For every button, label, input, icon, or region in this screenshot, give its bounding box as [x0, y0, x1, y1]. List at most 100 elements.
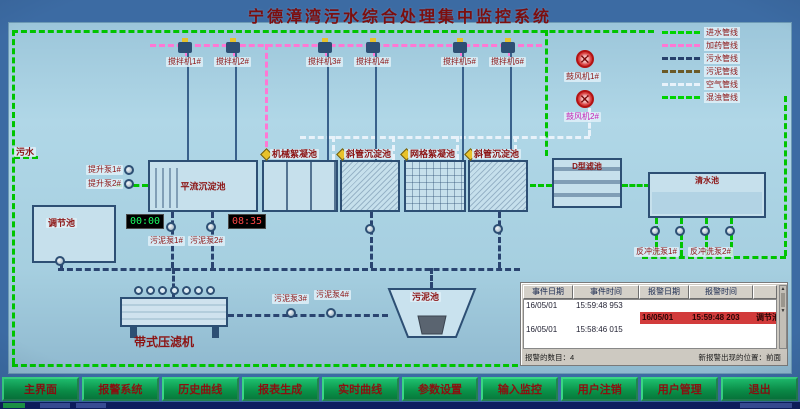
- backwash-pump-icon[interactable]: [725, 226, 735, 236]
- inclined-tube-tank-2: [468, 160, 528, 212]
- horizontal-sedimentation-tank: 平流沉淀池: [148, 160, 258, 212]
- mixer-icon[interactable]: [453, 38, 467, 53]
- mixer-icon[interactable]: [318, 38, 332, 53]
- pipe-to-belt-press: [172, 268, 175, 297]
- mixer-label: 搅拌机4#: [354, 57, 391, 67]
- sludge-pump-icon[interactable]: [326, 308, 336, 318]
- lift-pump-icon[interactable]: [124, 165, 134, 175]
- alarm-row[interactable]: [524, 336, 776, 348]
- pipe-air-drop: [514, 136, 517, 160]
- sludge-pump-4-label: 污泥泵4#: [314, 290, 351, 300]
- pipe-air-main: [300, 136, 590, 139]
- mixer-icon[interactable]: [366, 38, 380, 53]
- mixer-shaft: [187, 53, 189, 160]
- windows-taskbar[interactable]: [0, 402, 800, 409]
- sludge-pump-icon[interactable]: [365, 224, 375, 234]
- backwash-pump-icon[interactable]: [650, 226, 660, 236]
- menu-button-realtime-curves[interactable]: 实时曲线: [321, 377, 399, 401]
- taskbar-item[interactable]: [40, 403, 70, 408]
- regulating-tank-label: 调节池: [46, 218, 78, 228]
- menu-button-alarm-system[interactable]: 报警系统: [81, 377, 159, 401]
- alarm-cell: [640, 324, 690, 336]
- d-filter-tank: D型滤池: [552, 158, 622, 208]
- sludge-pump-icon[interactable]: [286, 308, 296, 318]
- inclined-tube-tank-1: [340, 160, 400, 212]
- legend-row: 混浊管线: [662, 91, 790, 104]
- pipe-cw-drop-2: [680, 218, 683, 256]
- sludge-pump-2-label: 污泥泵2#: [188, 236, 225, 246]
- alarm-col-header: 报警时间: [689, 285, 753, 299]
- pipe-cw-drop-3: [705, 218, 708, 256]
- alarm-cell: [574, 312, 640, 324]
- alarm-cell: [640, 336, 690, 348]
- pipe-cw-drop-4: [730, 218, 733, 256]
- alarm-table-header: 事件日期 事件时间 报警日期 报警时间: [523, 285, 777, 299]
- belt-press-leg: [212, 327, 219, 338]
- sludge-pump-icon[interactable]: [493, 224, 503, 234]
- sludge-pump-icon[interactable]: [55, 256, 65, 266]
- menu-button-main[interactable]: 主界面: [2, 377, 79, 401]
- blower-fan-icon[interactable]: [576, 50, 594, 68]
- tank-label: 平流沉淀池: [180, 181, 226, 192]
- system-tray[interactable]: [740, 403, 792, 408]
- legend-line-sample: [662, 83, 700, 86]
- mixer-icon[interactable]: [226, 38, 240, 53]
- pipe-to-sludge-tank: [430, 268, 433, 288]
- sludge-pump-icon[interactable]: [206, 222, 216, 232]
- legend-row: 加药管线: [662, 39, 790, 52]
- backwash-pump-icon[interactable]: [675, 226, 685, 236]
- belt-press-rollers: [134, 286, 215, 295]
- start-button[interactable]: [3, 403, 25, 408]
- inlet-label: 污水: [14, 147, 37, 157]
- alarm-cell: 15:59:48 953: [576, 301, 623, 310]
- alarm-row[interactable]: 16/05/01 15:58:46 015: [524, 324, 776, 336]
- legend-label: 加药管线: [704, 40, 740, 51]
- menu-button-input-monitor[interactable]: 输入监控: [481, 377, 559, 401]
- menu-button-parameter-settings[interactable]: 参数设置: [401, 377, 479, 401]
- legend-line-sample: [662, 96, 700, 99]
- mixer-icon[interactable]: [501, 38, 515, 53]
- menu-button-history-curves[interactable]: 历史曲线: [161, 377, 239, 401]
- legend-label: 污泥管线: [704, 66, 740, 77]
- mixer-icon[interactable]: [178, 38, 192, 53]
- inclined-tank-1-label: 斜管沉淀池: [344, 149, 394, 159]
- alarm-table: 事件日期 事件时间 报警日期 报警时间 16/05/01 15:59:48 95…: [520, 282, 788, 366]
- legend-line-sample: [662, 31, 700, 34]
- sludge-pump-1-label: 污泥泵1#: [148, 236, 185, 246]
- tank-baffles: [155, 168, 181, 208]
- alarm-cell: [754, 324, 776, 336]
- timer-display-1: 00:00: [126, 214, 164, 229]
- mixer-label: 搅拌机3#: [306, 57, 343, 67]
- alarm-table-footer: 报警的数目：4 新报警出现的位置：前面: [525, 352, 781, 363]
- legend-label: 空气管线: [704, 79, 740, 90]
- alarm-row[interactable]: 16/05/01 15:59:48 953: [524, 300, 776, 312]
- alarm-col-header: 事件时间: [573, 285, 639, 299]
- grid-floc-label: 网格絮凝池: [408, 149, 458, 159]
- alarm-table-scrollbar[interactable]: ▲▼: [779, 285, 787, 349]
- lift-pump-icon[interactable]: [124, 179, 134, 189]
- mixer-label: 搅拌机6#: [489, 57, 526, 67]
- alarm-table-body: 16/05/01 15:59:48 953 16/05/01 15:59:48 …: [523, 299, 777, 349]
- menu-button-user-management[interactable]: 用户管理: [641, 377, 719, 401]
- alarm-row-active[interactable]: 16/05/01 15:59:48 203 调节池浊度: [524, 312, 776, 324]
- alarm-col-header: 报警日期: [639, 285, 689, 299]
- alarm-cell: [754, 336, 776, 348]
- mechanical-flocculation-tank: [262, 160, 338, 212]
- backwash-pump-icon[interactable]: [700, 226, 710, 236]
- water-level: [652, 192, 762, 214]
- pipe-cw-drop-1: [655, 218, 658, 256]
- menu-button-exit[interactable]: 退出: [721, 377, 799, 401]
- bottom-menu: 主界面 报警系统 历史曲线 报表生成 实时曲线 参数设置 输入监控 用户注销 用…: [2, 377, 799, 401]
- clear-water-tank: 清水池: [648, 172, 766, 218]
- menu-button-report-generation[interactable]: 报表生成: [241, 377, 319, 401]
- belt-press-leg: [130, 327, 137, 338]
- blower-fan-icon[interactable]: [576, 90, 594, 108]
- page-title: 宁德漳湾污水综合处理集中监控系统: [247, 9, 552, 26]
- taskbar-item[interactable]: [76, 403, 106, 408]
- pipe-inlet-branch: [14, 156, 38, 159]
- belt-filter-press[interactable]: [120, 297, 228, 327]
- menu-button-user-logout[interactable]: 用户注销: [561, 377, 639, 401]
- scrollbar-thumb[interactable]: [781, 293, 785, 307]
- sludge-pump-icon[interactable]: [166, 222, 176, 232]
